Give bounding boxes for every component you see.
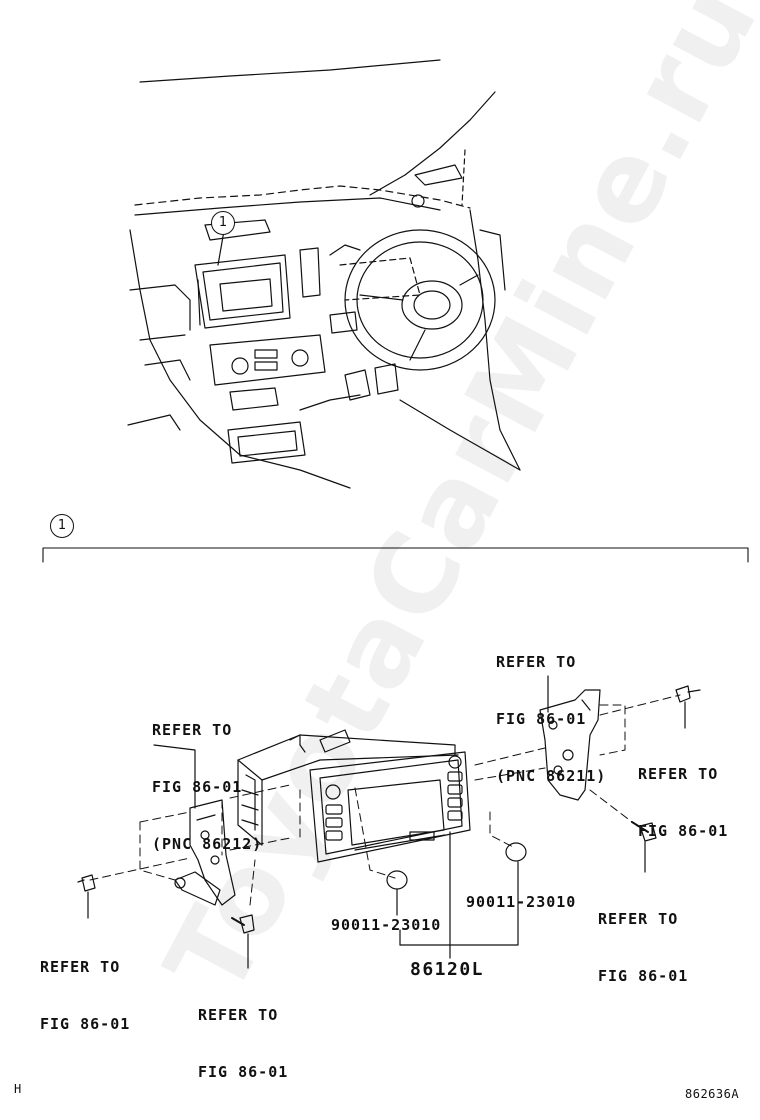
refer-label-right-bolt: REFER TO FIG 86-01 bbox=[638, 727, 728, 879]
footer-code: H bbox=[14, 1082, 22, 1096]
refer-line: FIG 86-01 bbox=[638, 822, 729, 840]
exploded-view bbox=[77, 675, 701, 969]
refer-line: FIG 86-01 bbox=[198, 1063, 289, 1081]
refer-line: REFER TO bbox=[198, 1006, 279, 1024]
refer-line: (PNC 86212) bbox=[152, 835, 263, 853]
dashboard-illustration bbox=[127, 59, 521, 489]
refer-line: REFER TO bbox=[496, 653, 577, 671]
refer-line: FIG 86-01 bbox=[496, 710, 587, 728]
callout-1-top: 1 bbox=[211, 211, 235, 235]
refer-label-top-right: REFER TO FIG 86-01 (PNC 86211) bbox=[496, 615, 606, 824]
refer-label-right-screw: REFER TO FIG 86-01 bbox=[598, 872, 688, 1024]
refer-line: (PNC 86211) bbox=[496, 767, 607, 785]
refer-line: FIG 86-01 bbox=[40, 1015, 131, 1033]
refer-line: FIG 86-01 bbox=[598, 967, 689, 985]
refer-line: REFER TO bbox=[40, 958, 121, 976]
refer-line: REFER TO bbox=[598, 910, 679, 928]
part-number-cap-right: 90011-23010 bbox=[466, 893, 577, 911]
refer-label-top-left: REFER TO FIG 86-01 (PNC 86212) bbox=[152, 683, 262, 892]
part-number-cap-left: 90011-23010 bbox=[331, 916, 442, 934]
refer-line: REFER TO bbox=[638, 765, 719, 783]
refer-label-bottom-screw: REFER TO FIG 86-01 bbox=[198, 968, 288, 1120]
refer-line: REFER TO bbox=[152, 721, 233, 739]
refer-line: FIG 86-01 bbox=[152, 778, 243, 796]
part-number-main-unit: 86120L bbox=[410, 959, 485, 980]
callout-1-section: 1 bbox=[50, 514, 74, 538]
refer-label-left-bolt: REFER TO FIG 86-01 bbox=[40, 920, 130, 1072]
figure-id: 862636A bbox=[685, 1087, 740, 1101]
